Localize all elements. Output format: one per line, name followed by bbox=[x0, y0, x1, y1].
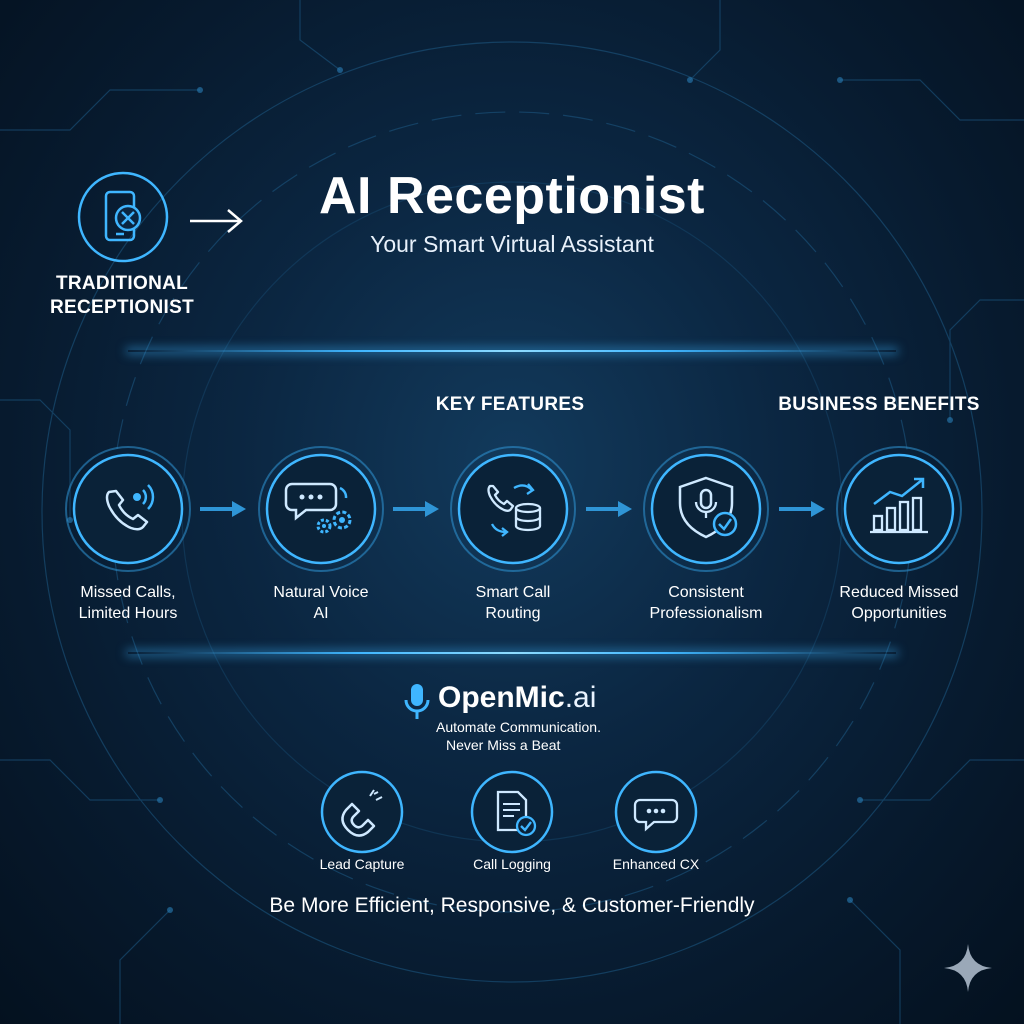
flow-step-label-line2: Routing bbox=[485, 605, 541, 622]
brand-name-main: OpenMic bbox=[438, 681, 565, 714]
flow-step-label-line2: AI bbox=[313, 605, 329, 622]
brand-name-suffix: .ai bbox=[564, 681, 597, 714]
magnet-icon bbox=[320, 770, 404, 854]
flow-step-label-line1: Missed Calls, bbox=[80, 584, 176, 601]
shield-mic-icon bbox=[643, 446, 769, 572]
growth-chart-icon bbox=[836, 446, 962, 572]
extra-label: Lead Capture bbox=[319, 856, 405, 872]
traditional-label-line1: TRADITIONAL bbox=[55, 273, 189, 294]
key-features-heading: KEY FEATURES bbox=[435, 394, 585, 415]
divider-bottom bbox=[128, 652, 896, 654]
flow-step-label-line1: Natural Voice bbox=[273, 584, 369, 601]
extra-label: Call Logging bbox=[473, 856, 551, 872]
flow-arrow-icon bbox=[200, 501, 246, 517]
flow-step-label: Reduced Missed Opportunities bbox=[814, 582, 984, 624]
flow-arrow-icon bbox=[779, 501, 825, 517]
flow-step-label-line2: Opportunities bbox=[851, 605, 947, 622]
document-check-icon bbox=[470, 770, 554, 854]
flow-step-label: Missed Calls, Limited Hours bbox=[43, 582, 213, 624]
flow-step-label-line1: Reduced Missed bbox=[839, 584, 959, 601]
flow-step-label: Consistent Professionalism bbox=[621, 582, 791, 624]
page-subtitle: Your Smart Virtual Assistant bbox=[370, 231, 654, 257]
closing-statement: Be More Efficient, Responsive, & Custome… bbox=[269, 894, 755, 917]
traditional-label-line2: RECEPTIONIST bbox=[49, 297, 194, 318]
chat-bubble-icon bbox=[614, 770, 698, 854]
brand-tagline-line1: Automate Communication. bbox=[436, 719, 601, 735]
chat-gears-icon bbox=[258, 446, 384, 572]
business-benefits-heading: BUSINESS BENEFITS bbox=[778, 394, 980, 415]
flow-step-label-line2: Limited Hours bbox=[78, 605, 178, 622]
flow-step-label: Natural Voice AI bbox=[236, 582, 406, 624]
sparkle-icon bbox=[944, 944, 992, 992]
flow-step-label-line2: Professionalism bbox=[649, 605, 763, 622]
extra-label: Enhanced CX bbox=[612, 856, 700, 872]
phone-blocked-icon bbox=[77, 171, 169, 263]
brand-name: OpenMic.ai bbox=[438, 681, 596, 715]
phone-call-icon bbox=[65, 446, 191, 572]
microphone-icon bbox=[404, 684, 430, 719]
flow-arrow-icon bbox=[586, 501, 632, 517]
call-routing-icon bbox=[450, 446, 576, 572]
flow-step-label: Smart Call Routing bbox=[428, 582, 598, 624]
flow-step-label-line1: Consistent bbox=[668, 584, 744, 601]
arrow-right-icon bbox=[190, 209, 243, 233]
flow-step-label-line1: Smart Call bbox=[475, 584, 551, 601]
flow-arrow-icon bbox=[393, 501, 439, 517]
page-title: AI Receptionist bbox=[319, 167, 705, 225]
brand-tagline-line2: Never Miss a Beat bbox=[446, 737, 561, 753]
traditional-label: TRADITIONAL RECEPTIONIST bbox=[36, 272, 208, 320]
divider-top bbox=[128, 350, 896, 352]
